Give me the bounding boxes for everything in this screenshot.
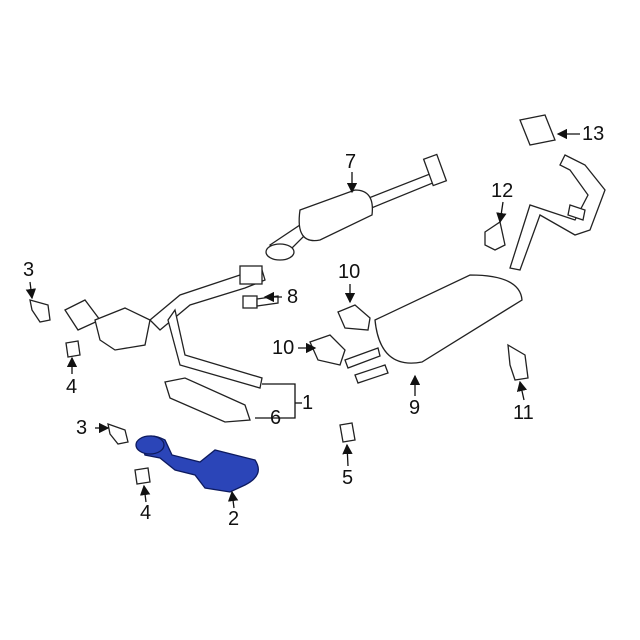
callout-6: 6 bbox=[270, 407, 282, 429]
callout-7: 7 bbox=[345, 151, 357, 173]
callout-11: 11 bbox=[513, 402, 534, 424]
stud-3-lower[interactable] bbox=[107, 423, 129, 445]
catalytic-converter-2[interactable] bbox=[135, 435, 259, 493]
bolt-8[interactable] bbox=[242, 295, 279, 309]
nut-4-upper[interactable] bbox=[65, 340, 81, 358]
bracket-5[interactable] bbox=[339, 422, 356, 443]
muffler[interactable] bbox=[344, 274, 523, 384]
insulator-10-lower[interactable] bbox=[309, 334, 346, 366]
callout-4-upper: 4 bbox=[66, 376, 78, 398]
heat-shield[interactable] bbox=[164, 377, 251, 423]
callout-12: 12 bbox=[491, 180, 514, 202]
callout-10-upper: 10 bbox=[338, 261, 361, 283]
callout-leaders bbox=[25, 128, 580, 509]
front-pipe-assembly[interactable] bbox=[64, 265, 266, 389]
callout-3-lower: 3 bbox=[76, 417, 88, 439]
stud-3-upper[interactable] bbox=[29, 299, 51, 323]
resonator-pipe[interactable] bbox=[265, 153, 448, 261]
callout-13: 13 bbox=[582, 123, 605, 145]
hanger-11[interactable] bbox=[507, 343, 529, 381]
hanger-bracket-12[interactable] bbox=[484, 220, 506, 251]
insulator-10-upper[interactable] bbox=[337, 304, 371, 331]
nut-4-lower[interactable] bbox=[134, 467, 151, 485]
callout-1: 1 bbox=[302, 392, 314, 414]
callout-5: 5 bbox=[342, 467, 354, 489]
callout-9: 9 bbox=[409, 397, 421, 419]
callout-10-lower: 10 bbox=[272, 337, 295, 359]
callout-4-lower: 4 bbox=[140, 502, 152, 524]
callout-2: 2 bbox=[228, 508, 240, 530]
callout-8: 8 bbox=[287, 286, 299, 308]
tailpipe[interactable] bbox=[509, 114, 606, 271]
callout-3-upper: 3 bbox=[23, 259, 35, 281]
